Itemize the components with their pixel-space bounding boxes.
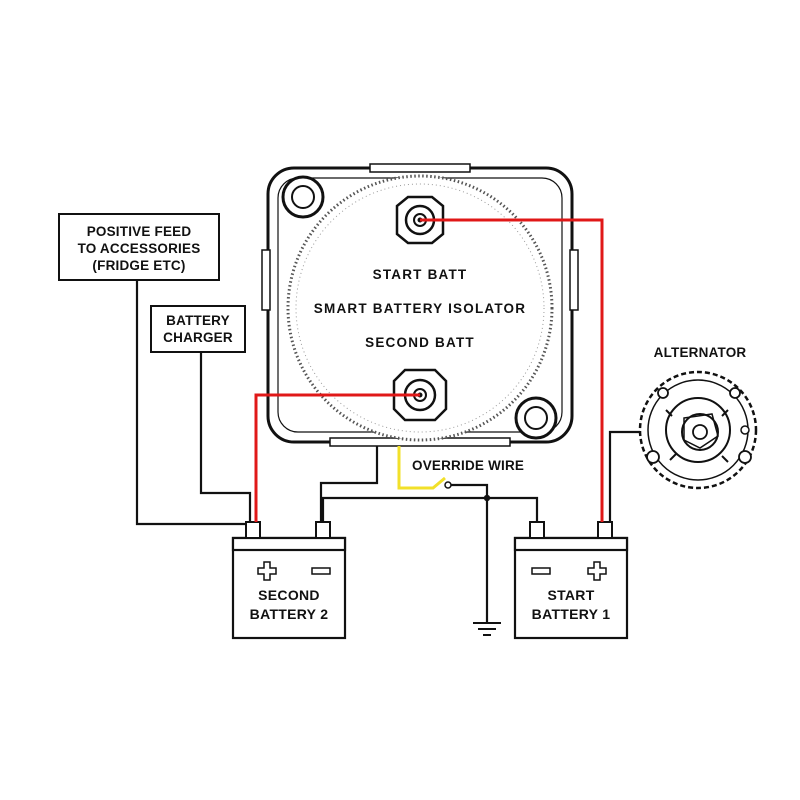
minus-icon [531,567,551,575]
override-wire: OVERRIDE WIRE [397,446,524,490]
second-battery-label-1: SECOND [258,587,320,603]
override-wire-label: OVERRIDE WIRE [412,458,524,473]
mount-hole-bottom-right [514,396,558,440]
override-wire-path [397,446,446,490]
start-battery-label-2: BATTERY 1 [532,606,611,622]
ground-icon [473,622,501,636]
battery-charger-label-1: BATTERY [166,313,230,328]
second-battery: SECOND BATTERY 2 [231,521,347,640]
alternator-wire [608,430,640,522]
isolator-start-batt-label: START BATT [373,267,468,282]
alternator-label: ALTERNATOR [654,345,747,360]
start-battery-negative-wire [448,483,539,522]
positive-feed-wire [135,280,246,526]
smart-battery-isolator: START BATT SMART BATTERY ISOLATOR SECOND… [261,163,579,447]
positive-feed-label-1: POSITIVE FEED [87,224,192,239]
start-battery-label-1: START [547,587,594,603]
second-batt-positive-wire [254,393,420,522]
charger-wire [199,352,252,522]
second-battery-label-2: BATTERY 2 [250,606,329,622]
start-batt-positive-wire [420,218,604,522]
positive-feed-label-2: TO ACCESSORIES [78,241,201,256]
positive-feed-label-3: (FRIDGE ETC) [92,258,185,273]
minus-icon [311,567,331,575]
alternator: ALTERNATOR [638,345,758,490]
second-battery-negative-wire [321,496,487,522]
mount-hole-top-left [281,175,325,219]
battery-charger-label-2: CHARGER [163,330,233,345]
isolator-name-label: SMART BATTERY ISOLATOR [314,301,526,316]
plus-icon [587,561,607,581]
black-wires [135,280,640,623]
battery-charger-box: BATTERY CHARGER [150,305,246,353]
isolator-second-batt-label: SECOND BATT [365,335,475,350]
positive-feed-box: POSITIVE FEED TO ACCESSORIES (FRIDGE ETC… [58,213,220,281]
start-battery: START BATTERY 1 [513,521,629,640]
isolator-ground-wire [319,446,379,522]
plus-icon [257,561,277,581]
red-wires [254,218,604,522]
